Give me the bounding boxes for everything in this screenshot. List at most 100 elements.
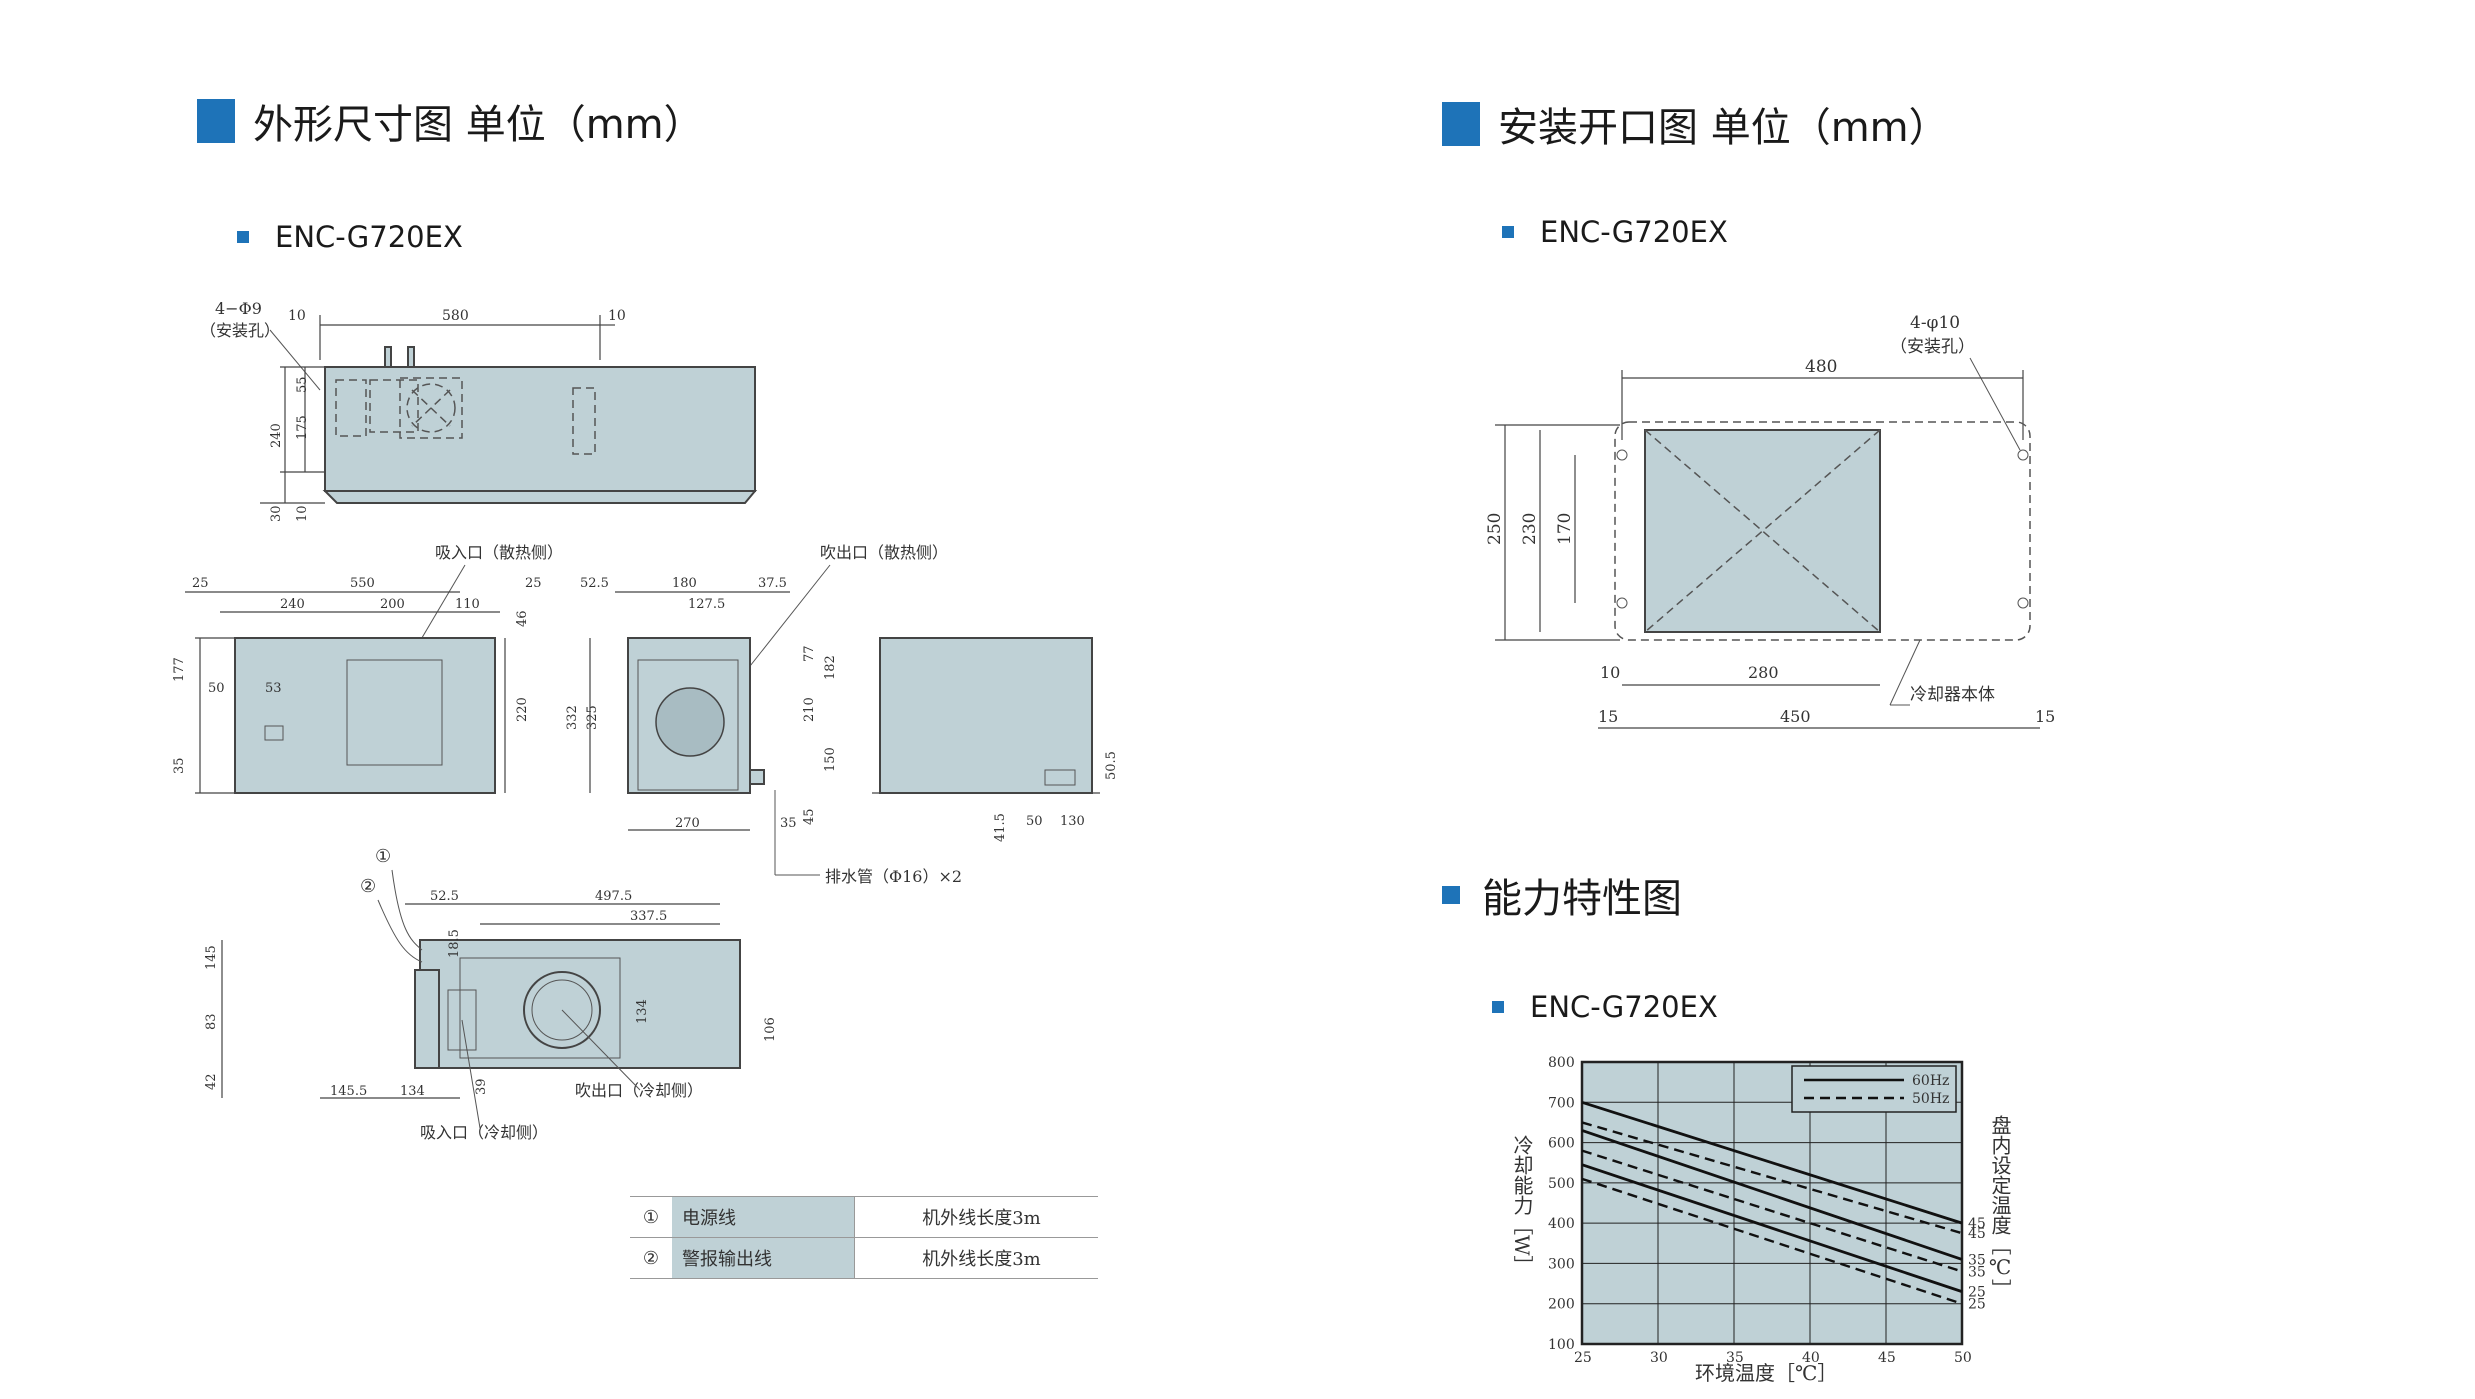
svg-text:337.5: 337.5 [630, 909, 667, 924]
svg-text:332: 332 [565, 705, 580, 730]
svg-text:39: 39 [474, 1078, 489, 1095]
svg-text:10: 10 [1600, 663, 1620, 682]
x-tick-label: 40 [1802, 1350, 1820, 1366]
back-view: 50.5 41.5 50 130 [872, 637, 1119, 842]
svg-text:10: 10 [295, 505, 310, 522]
svg-text:46: 46 [515, 610, 530, 627]
svg-text:280: 280 [1748, 663, 1779, 682]
bottom-view: ① ② 52.5 497.5 337.5 18.5 145 83 42 134 … [204, 846, 778, 1142]
table-row: ② 警报输出线 机外线长度3m [630, 1237, 1098, 1279]
outline-section-title: 外形尺寸图 单位（mm） [197, 92, 704, 150]
svg-text:45: 45 [802, 808, 817, 825]
svg-text:50: 50 [208, 681, 225, 696]
series-end-label: 25 [1968, 1297, 1986, 1313]
cutout-title-text: 安装开口图 单位（mm） [1498, 105, 1949, 151]
legend-box [1791, 1065, 1957, 1113]
top-hole-sub: （安装孔） [200, 321, 280, 340]
series-end-label: 35 [1968, 1252, 1986, 1268]
capacity-title-text: 能力特性图 [1482, 876, 1682, 922]
y-tick-label: 700 [1548, 1095, 1575, 1111]
svg-text:42: 42 [204, 1073, 219, 1090]
top-view-body [324, 366, 756, 492]
cutout-hole-sub: （安装孔） [1890, 337, 1975, 357]
legend-label: 50Hz [1912, 1091, 1949, 1107]
x-tick-label: 45 [1878, 1350, 1896, 1366]
side-view: 吹出口（散热侧） 52.5 180 37.5 127.5 77 182 332 … [565, 543, 948, 831]
bullet-square-icon [1492, 1001, 1504, 1013]
svg-text:106: 106 [763, 1017, 778, 1042]
svg-text:53: 53 [265, 681, 282, 696]
series-line [1581, 1129, 1963, 1261]
svg-text:52.5: 52.5 [580, 576, 609, 591]
bottom-inlet-label: 吸入口（冷却侧） [420, 1123, 548, 1142]
series-line [1581, 1177, 1963, 1305]
cable-name: 电源线 [672, 1196, 855, 1238]
table-row: ① 电源线 机外线长度3m [630, 1196, 1098, 1238]
svg-text:41.5: 41.5 [993, 813, 1008, 842]
svg-text:52.5: 52.5 [430, 889, 459, 904]
svg-text:10: 10 [288, 308, 306, 324]
front-inlet-label: 吸入口（散热侧） [435, 543, 563, 562]
svg-text:10: 10 [608, 308, 626, 324]
svg-text:240: 240 [269, 423, 284, 448]
y-tick-label: 400 [1548, 1216, 1575, 1232]
cable-length: 机外线长度3m [854, 1196, 1098, 1238]
svg-text:83: 83 [204, 1013, 219, 1030]
x-tick-label: 35 [1726, 1350, 1744, 1366]
svg-text:130: 130 [1060, 814, 1085, 829]
svg-text:134: 134 [635, 999, 650, 1024]
front-view-body [234, 637, 496, 794]
svg-text:110: 110 [455, 597, 480, 612]
series-line [1581, 1163, 1963, 1293]
svg-text:580: 580 [442, 308, 469, 324]
cutout-dashed-outline [1614, 421, 2031, 641]
svg-text:134: 134 [400, 1084, 425, 1099]
chart-right-label: 盘内设定温度［℃］ [1988, 1115, 2012, 1299]
svg-text:325: 325 [585, 705, 600, 730]
svg-text:480: 480 [1805, 357, 1837, 377]
y-tick-label: 300 [1548, 1256, 1575, 1272]
outline-drawing: 4−Φ9 （安装孔） 10 580 10 55 240 175 30 10 吸入… [172, 299, 1119, 1142]
svg-text:35: 35 [172, 757, 187, 774]
svg-text:497.5: 497.5 [595, 889, 632, 904]
drain-label: 排水管（Φ16）×2 [825, 867, 962, 886]
bottom-outlet-label: 吹出口（冷却侧） [575, 1081, 703, 1100]
cable-table: ① 电源线 机外线长度3m ② 警报输出线 机外线长度3m [630, 1196, 1098, 1279]
svg-text:15: 15 [1598, 707, 1618, 726]
outline-model-label: ENC-G720EX [237, 220, 463, 254]
side-fan-grille [655, 687, 725, 757]
title-square-icon [197, 99, 235, 143]
svg-text:200: 200 [380, 597, 405, 612]
cutout-drawing: 4-φ10 （安装孔） 480 250 230 170 10 280 450 1… [1485, 313, 2055, 729]
series-end-label: 35 [1968, 1264, 1986, 1280]
svg-text:77: 77 [802, 645, 817, 662]
series-end-label: 25 [1968, 1285, 1986, 1301]
svg-text:230: 230 [1520, 513, 1540, 545]
series-line [1581, 1100, 1963, 1225]
svg-text:37.5: 37.5 [758, 576, 787, 591]
cutout-section-title: 安装开口图 单位（mm） [1442, 95, 1949, 153]
capacity-model-label: ENC-G720EX [1492, 990, 1718, 1024]
svg-text:15: 15 [2035, 707, 2055, 726]
bullet-square-icon [1502, 226, 1514, 238]
bullet-square-icon [237, 231, 249, 243]
y-tick-label: 100 [1548, 1337, 1575, 1353]
svg-text:175: 175 [295, 415, 310, 440]
svg-text:25: 25 [192, 576, 209, 591]
svg-text:127.5: 127.5 [688, 597, 725, 612]
svg-text:145: 145 [204, 945, 219, 970]
y-tick-label: 600 [1548, 1136, 1575, 1152]
svg-text:150: 150 [823, 747, 838, 772]
svg-text:270: 270 [675, 816, 700, 831]
svg-text:220: 220 [515, 697, 530, 722]
cable-name: 警报输出线 [672, 1237, 855, 1279]
outline-title-text: 外形尺寸图 单位（mm） [253, 102, 704, 148]
side-outlet-label: 吹出口（散热侧） [820, 543, 948, 562]
svg-text:145.5: 145.5 [330, 1084, 367, 1099]
svg-text:210: 210 [802, 697, 817, 722]
title-square-icon [1442, 102, 1480, 146]
cable-num: ① [630, 1196, 672, 1238]
svg-text:180: 180 [672, 576, 697, 591]
svg-text:50.5: 50.5 [1104, 751, 1119, 780]
